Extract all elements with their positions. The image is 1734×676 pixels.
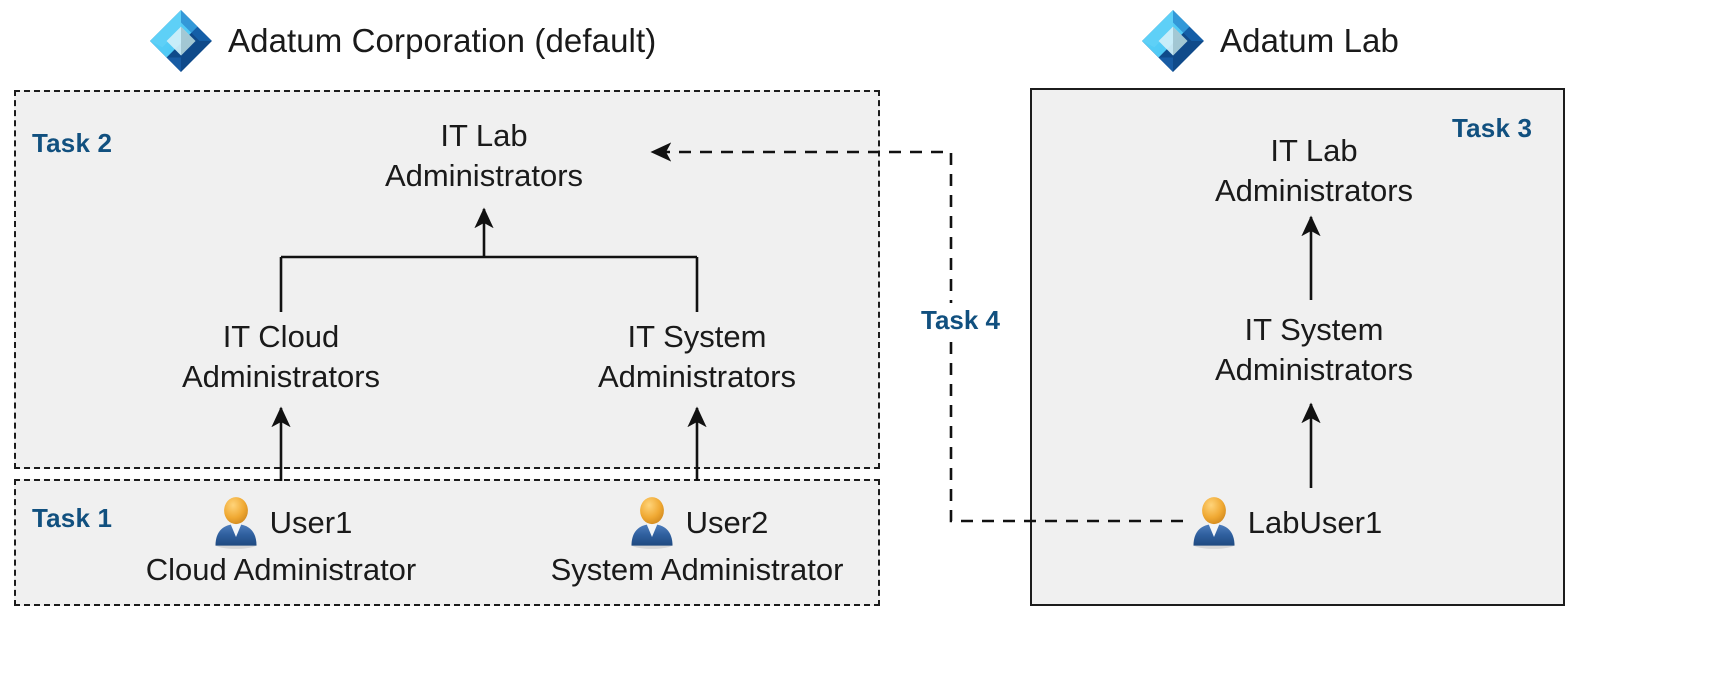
user-entry-user2: User2 System Administrator	[467, 496, 927, 590]
user-entry-labuser1: LabUser1	[1075, 496, 1495, 550]
task-4-label: Task 4	[915, 303, 1007, 338]
azure-ad-diamond-icon	[150, 10, 212, 72]
user-name-labuser1: LabUser1	[1247, 504, 1383, 540]
task-3-label: Task 3	[1452, 113, 1533, 143]
group-lab-it-system-administrators: IT System Administrators	[1214, 312, 1414, 388]
task-2-label: Task 2	[32, 128, 113, 158]
task-1-label: Task 1	[32, 503, 113, 533]
user-entry-user1: User1 Cloud Administrator	[71, 496, 491, 590]
user-icon	[631, 497, 673, 549]
tenant-title-left: Adatum Corporation (default)	[228, 22, 657, 59]
user-role-user2: System Administrator	[550, 552, 844, 587]
user-name-user1: User1	[269, 504, 353, 540]
user-role-user1: Cloud Administrator	[145, 552, 417, 587]
user-name-user2: User2	[685, 504, 769, 540]
group-corp-it-system-administrators: IT System Administrators	[597, 319, 797, 395]
group-corp-it-cloud-administrators: IT Cloud Administrators	[181, 319, 381, 395]
tenant-title-right: Adatum Lab	[1220, 22, 1399, 59]
tenant-header-adatum-lab: Adatum Lab	[1140, 8, 1399, 74]
azure-ad-diamond-icon	[1142, 10, 1204, 72]
group-corp-it-lab-administrators: IT Lab Administrators	[384, 118, 584, 194]
user-icon	[1193, 497, 1235, 549]
user-icon	[215, 497, 257, 549]
group-lab-it-lab-administrators: IT Lab Administrators	[1214, 133, 1414, 209]
tenant-header-adatum-corporation: Adatum Corporation (default)	[148, 8, 656, 74]
